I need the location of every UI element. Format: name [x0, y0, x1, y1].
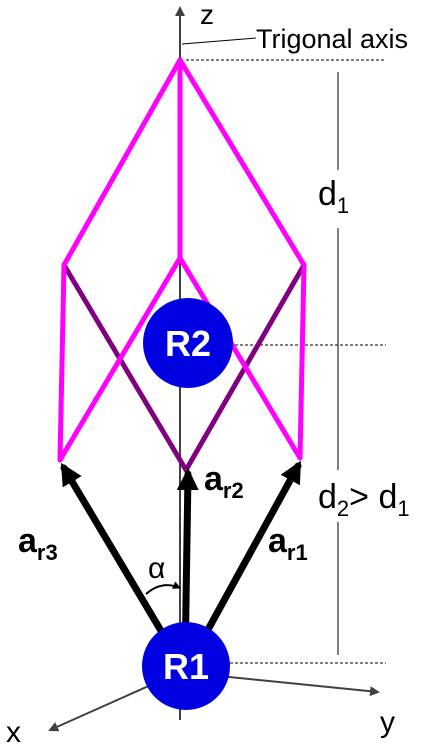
- atom-r1-label: R1: [163, 646, 209, 687]
- back-edge-left: [61, 262, 189, 473]
- front-edges: [57, 57, 307, 463]
- x-axis-label: x: [6, 716, 21, 748]
- y-axis-label: y: [380, 706, 395, 739]
- trigonal-axis-leader: [181, 37, 257, 45]
- atom-r1-circle: [142, 622, 230, 710]
- atom-r2-label: R2: [165, 323, 211, 364]
- alpha-arc: [145, 581, 181, 595]
- d2-label: d2> d1: [318, 478, 410, 521]
- ar1-label: ar1: [268, 522, 308, 565]
- atom-r2: R2: [143, 298, 233, 388]
- trigonal-axis-label: Trigonal axis: [256, 24, 408, 54]
- z-axis-label: z: [200, 0, 214, 30]
- atom-r2-circle: [143, 298, 233, 388]
- edge-right-vertical: [297, 262, 307, 461]
- edge-mid-right: [177, 255, 303, 461]
- edge-left-vertical: [57, 262, 67, 463]
- d1-label: d1: [318, 175, 349, 218]
- ar3-label: ar3: [18, 522, 58, 565]
- atom-r1: R1: [142, 622, 230, 710]
- edge-mid-left: [57, 255, 183, 463]
- edge-top-right: [177, 57, 307, 268]
- alpha-label: α: [148, 552, 165, 585]
- edge-top-left: [61, 57, 183, 268]
- ar2-label: ar2: [204, 460, 244, 503]
